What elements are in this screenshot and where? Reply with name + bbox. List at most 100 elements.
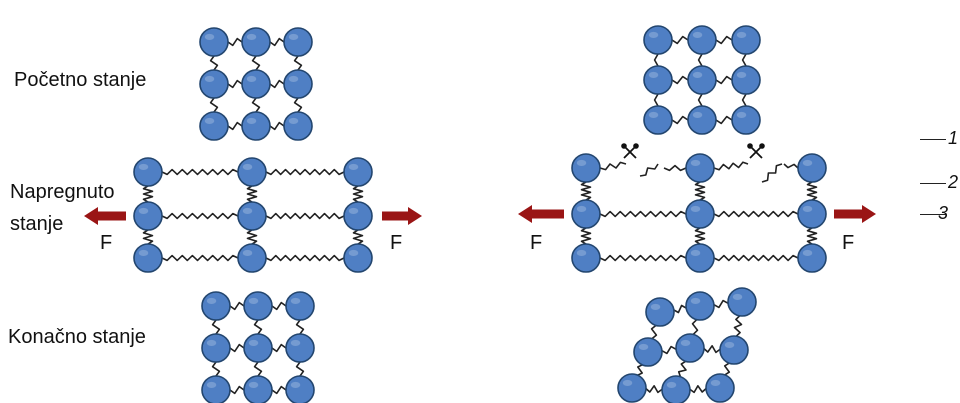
atom-highlight — [732, 293, 743, 301]
final-bond-h — [271, 385, 287, 395]
initial-right-atom — [687, 65, 717, 95]
atom-highlight — [692, 31, 703, 39]
scissors-blade — [749, 145, 763, 159]
initial-atom — [199, 27, 229, 57]
stressed-atom — [237, 243, 267, 273]
stressed-atom — [133, 157, 163, 187]
broken-bond-segment — [663, 164, 687, 172]
force-label-right-panel-left: F — [530, 232, 543, 254]
final-bond-h — [271, 343, 287, 353]
initial-right-bond-h — [671, 75, 689, 85]
initial-atom — [241, 69, 271, 99]
stressed-bond-stretched — [161, 168, 239, 176]
atom-highlight — [348, 207, 359, 215]
atom-highlight — [576, 249, 587, 257]
final-right-atom — [645, 297, 675, 327]
scissors-icon — [747, 143, 765, 159]
force-label-left-panel-left: F — [100, 232, 113, 254]
initial-right-bond-v — [741, 53, 747, 67]
initial-right-bond-v — [653, 53, 659, 67]
atom-highlight — [692, 111, 703, 119]
atom-highlight — [242, 249, 253, 257]
atom-highlight — [736, 31, 747, 39]
initial-right-bond-v — [697, 53, 703, 67]
final-bond-h — [229, 385, 245, 395]
stressed-atom — [343, 243, 373, 273]
initial-bond-v — [209, 97, 219, 113]
stressed-bond-stretched — [265, 212, 345, 220]
initial-right-atom — [687, 25, 717, 55]
final-atom — [243, 333, 273, 363]
bonds-layer — [142, 35, 818, 395]
atom-highlight — [648, 111, 659, 119]
stressed-atom — [237, 201, 267, 231]
initial-bond-h — [269, 79, 285, 89]
initial-right-atom — [643, 25, 673, 55]
atom-highlight — [248, 381, 259, 389]
atom-highlight — [204, 117, 215, 125]
final-right-atom — [617, 373, 647, 403]
stressed-right-bond-compressed — [694, 227, 706, 245]
initial-bond-h — [227, 79, 243, 89]
atom-highlight — [290, 297, 301, 305]
initial-atom — [283, 27, 313, 57]
atom-highlight — [138, 249, 149, 257]
stressed-right-atom — [571, 153, 601, 183]
initial-bond-v — [293, 55, 303, 71]
atom-highlight — [204, 75, 215, 83]
legend-number-1: 1 — [948, 128, 959, 148]
atom-highlight — [246, 33, 257, 41]
broken-bond-segment — [599, 161, 627, 171]
stressed-atom — [343, 157, 373, 187]
initial-right-atom — [643, 105, 673, 135]
atom-highlight — [246, 117, 257, 125]
force-arrow-right-panel-right-head — [862, 205, 876, 223]
stressed-right-atom — [685, 153, 715, 183]
initial-atom — [241, 27, 271, 57]
stressed-bond-stretched — [161, 212, 239, 220]
broken-bonds-layer — [621, 143, 765, 159]
atom-highlight — [248, 297, 259, 305]
atom-highlight — [622, 379, 633, 387]
final-right-atom — [675, 333, 705, 363]
initial-bond-h — [269, 121, 285, 131]
final-right-bond — [733, 315, 743, 337]
broken-bond-segment — [783, 163, 799, 169]
stressed-bond-compressed — [246, 185, 258, 203]
final-right-bond — [703, 345, 721, 354]
final-atom — [201, 333, 231, 363]
atom-highlight — [248, 339, 259, 347]
atom-highlight — [246, 75, 257, 83]
initial-bond-v — [251, 55, 261, 71]
final-right-bond — [689, 385, 707, 394]
final-atom — [201, 291, 231, 321]
final-bond-h — [229, 343, 245, 353]
label-stressed-state-line2: stanje — [10, 213, 64, 235]
final-atom — [243, 291, 273, 321]
atom-highlight — [138, 207, 149, 215]
scissors-handle — [621, 143, 627, 149]
atom-highlight — [290, 381, 301, 389]
stressed-right-bond-compressed — [580, 181, 592, 201]
stressed-right-atom — [685, 199, 715, 229]
force-label-left-panel-right: F — [390, 232, 403, 254]
stressed-right-bond-stretched — [599, 254, 687, 262]
force-arrow-right-panel-left-shaft — [532, 209, 564, 219]
legend-line-1 — [920, 139, 946, 140]
stressed-bond-compressed — [142, 185, 154, 203]
stressed-bond-stretched — [161, 254, 239, 262]
stressed-bond-compressed — [352, 185, 364, 203]
stressed-right-atom — [685, 243, 715, 273]
final-bond-v — [211, 361, 221, 377]
legend-number-3: 3 — [938, 203, 949, 223]
final-atom — [285, 333, 315, 363]
initial-bond-h — [269, 37, 285, 47]
initial-atom — [283, 111, 313, 141]
scissors-handle — [747, 143, 753, 149]
final-right-bond — [637, 364, 643, 376]
atoms-layer — [133, 25, 827, 403]
atom-highlight — [206, 381, 217, 389]
stressed-right-bond-stretched — [713, 210, 799, 218]
atom-highlight — [736, 111, 747, 119]
initial-right-bond-v — [697, 93, 703, 107]
